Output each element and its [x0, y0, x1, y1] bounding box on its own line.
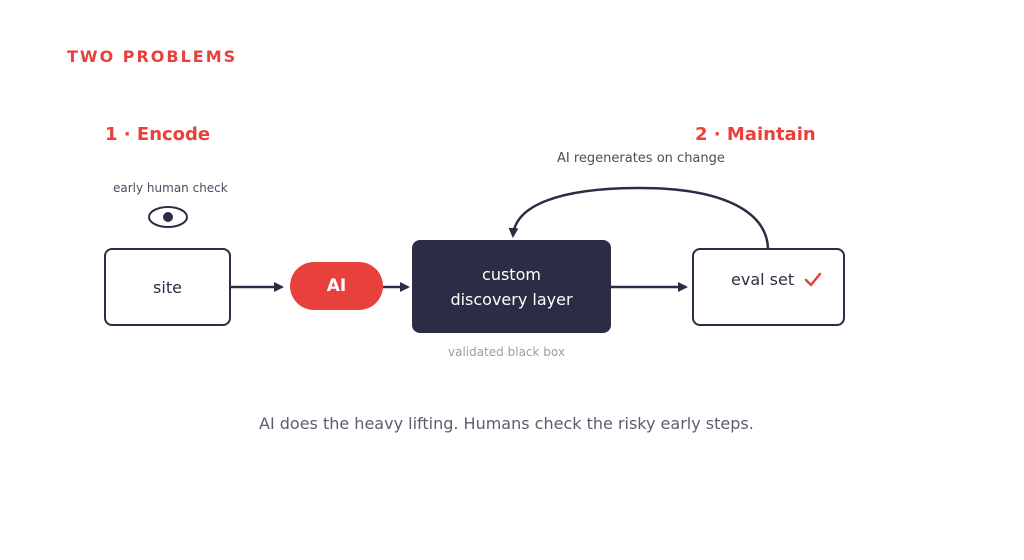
ai-label: AI: [326, 276, 347, 296]
checkmark-icon: [804, 272, 822, 287]
eval-set-node: eval set: [692, 248, 845, 326]
discovery-layer-line2: discovery layer: [450, 289, 573, 309]
eval-set-label: eval set: [731, 270, 795, 289]
discovery-layer-line1: custom: [482, 264, 541, 284]
ai-node: AI: [290, 262, 383, 310]
arrow-regenerate-loop: [508, 186, 770, 249]
site-node: site: [104, 248, 231, 326]
discovery-layer-node: custom discovery layer: [412, 240, 611, 333]
encode-label: 1 · Encode: [105, 124, 211, 145]
early-check-label: early human check: [113, 181, 228, 195]
regenerates-label: AI regenerates on change: [557, 151, 725, 166]
footer-caption: AI does the heavy lifting. Humans check …: [259, 414, 754, 433]
page-title: TWO PROBLEMS: [67, 47, 238, 66]
maintain-label: 2 · Maintain: [695, 124, 816, 145]
eye-icon: [148, 206, 188, 228]
black-box-caption: validated black box: [448, 345, 565, 359]
site-label: site: [153, 277, 182, 297]
